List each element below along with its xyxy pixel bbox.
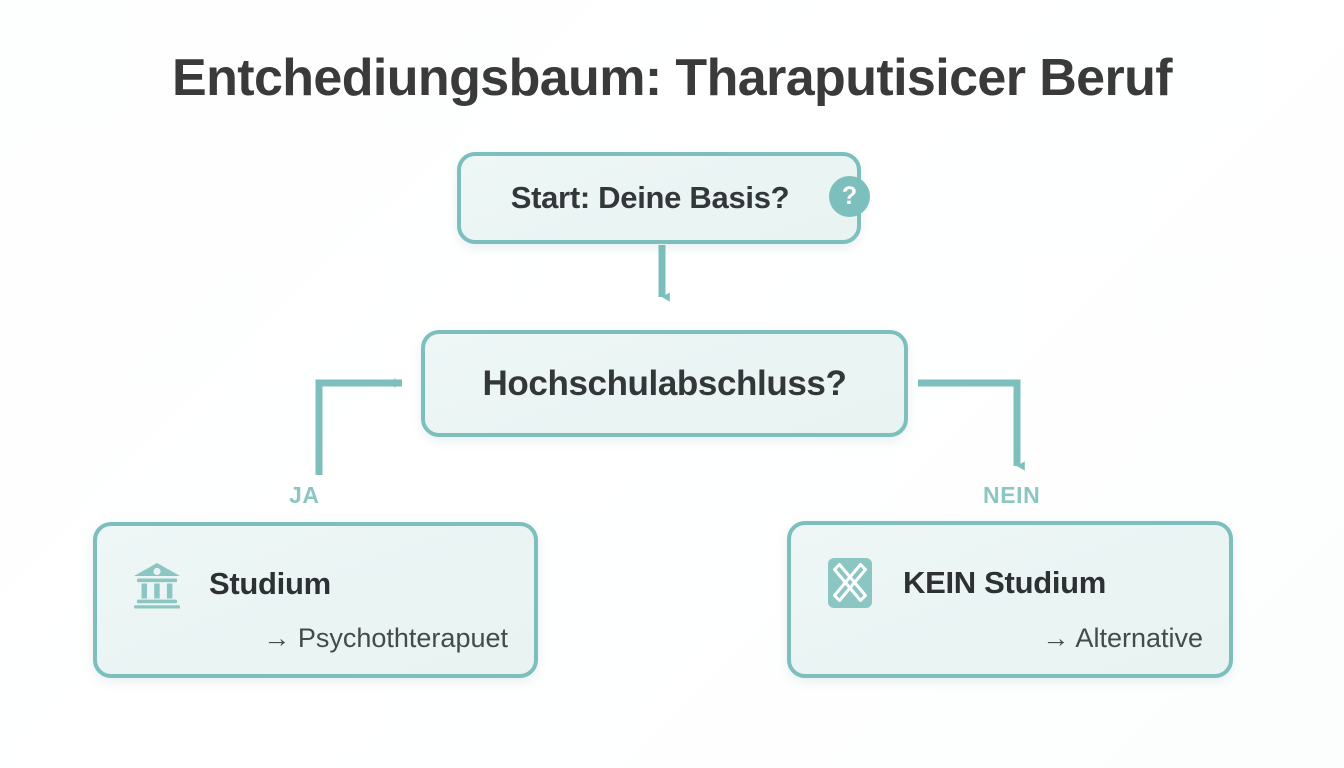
branch-label-yes: JA: [289, 482, 320, 508]
question-mark-badge-icon[interactable]: ?: [829, 176, 870, 217]
outcome-studium-title: Studium: [209, 566, 331, 601]
bank-building-icon: [131, 558, 183, 610]
outcome-header: Studium: [131, 558, 331, 610]
outcome-kein-studium-title: KEIN Studium: [903, 565, 1107, 600]
node-outcome-studium[interactable]: Studium → Psychothterapuet: [93, 522, 538, 678]
branch-label-no: NEIN: [983, 482, 1041, 508]
node-start-label: Start: Deine Basis?: [510, 180, 790, 215]
node-outcome-kein-studium[interactable]: KEIN Studium → Alternative: [787, 521, 1233, 678]
outcome-studium-subtitle: → Psychothterapuet: [263, 623, 508, 653]
connector-yes-branch: [315, 378, 403, 475]
node-start[interactable]: Start: Deine Basis?: [457, 152, 861, 244]
node-decision-hochschulabschluss[interactable]: Hochschulabschluss?: [421, 330, 908, 437]
node-decision-label: Hochschulabschluss?: [482, 363, 847, 403]
outcome-kein-studium-subtitle: → Alternative: [1042, 623, 1203, 653]
page-title: Entchediungsbaum: Tharaputisicer Beruf: [171, 49, 1173, 107]
outcome-header: KEIN Studium: [825, 557, 1106, 609]
x-cross-icon: [825, 557, 877, 609]
connector-no-branch: [918, 379, 1025, 471]
